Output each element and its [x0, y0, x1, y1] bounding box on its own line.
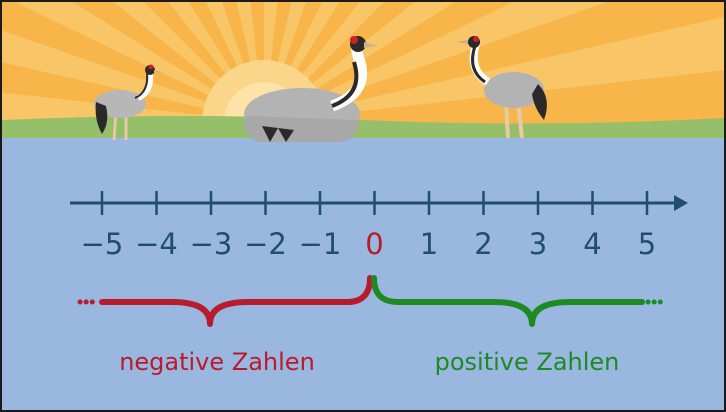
sun-ray [14, 2, 264, 122]
grass-strip [2, 116, 724, 142]
tick-label: −2 [244, 227, 287, 261]
crane-icon [244, 36, 378, 142]
tick-label: 5 [638, 227, 656, 261]
tick-label: −4 [135, 227, 178, 261]
crane-icon [94, 64, 162, 141]
sun-ray [236, 2, 264, 122]
water-background [2, 138, 724, 410]
sun-ray [264, 2, 384, 122]
sunset-sky [2, 2, 724, 142]
tick-label: −1 [299, 227, 342, 261]
crane-icon [456, 36, 547, 139]
tick-label: −5 [81, 227, 124, 261]
arrow-right-icon [674, 195, 688, 211]
tick-label: −3 [190, 227, 233, 261]
sun-ray [264, 17, 724, 122]
negative-numbers-label: negative Zahlen [119, 348, 315, 376]
positive-numbers-label: positive Zahlen [435, 348, 620, 376]
tick-label: 0 [365, 227, 383, 261]
negative-brace [77, 275, 373, 327]
positive-brace [371, 275, 669, 327]
tick-label: 4 [583, 227, 601, 261]
tick-label: 3 [529, 227, 547, 261]
sun-ray [2, 30, 264, 122]
number-line: −5 −4 −3 −2 −1 0 1 2 3 4 5 [70, 191, 688, 261]
tick-label: 2 [474, 227, 492, 261]
tick-label: 1 [420, 227, 438, 261]
